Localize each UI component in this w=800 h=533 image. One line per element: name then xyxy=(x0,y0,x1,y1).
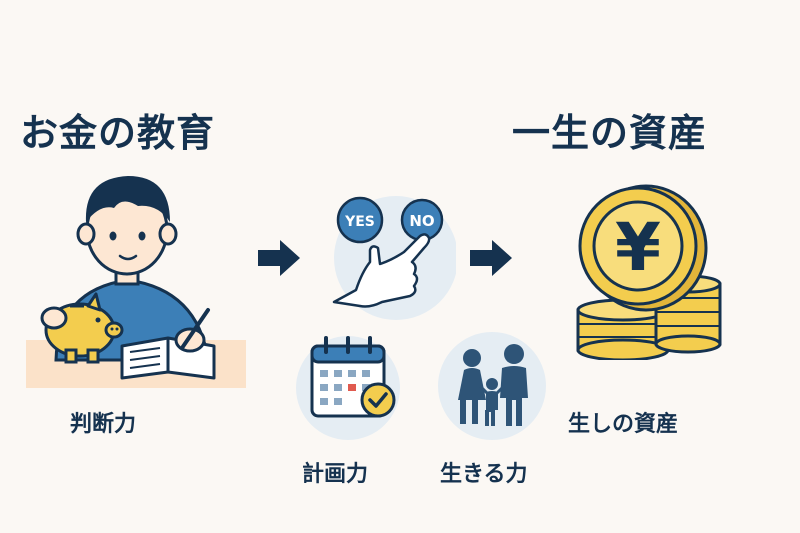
yes-button-label: YES xyxy=(344,214,375,230)
title-lifelong-asset: 一生の資産 xyxy=(512,111,708,155)
boy-hair xyxy=(85,176,170,222)
yen-coin-icon: ¥ xyxy=(578,184,708,312)
label-judgment: 判断力 xyxy=(70,412,137,437)
arrow-right-icon xyxy=(258,240,300,276)
calendar-check-illustration xyxy=(296,336,400,440)
arrow-right-icon xyxy=(470,240,512,276)
family-illustration xyxy=(438,332,546,440)
label-planning: 計画力 xyxy=(302,462,369,487)
yes-button-icon: YES xyxy=(336,196,384,244)
yes-no-choice-illustration: YES NO xyxy=(332,196,456,320)
title-money-education: お金の教育 xyxy=(20,111,216,155)
label-asset: 生しの資産 xyxy=(568,412,679,437)
no-button-label: NO xyxy=(409,212,434,230)
yen-symbol: ¥ xyxy=(615,209,661,286)
label-living-power: 生きる力 xyxy=(440,462,528,487)
check-icon xyxy=(360,382,396,418)
family-icon xyxy=(458,344,528,426)
pointing-hand-icon xyxy=(332,233,431,308)
boy-studying-illustration xyxy=(26,176,246,388)
no-button-icon: NO xyxy=(400,198,444,242)
yen-coins-illustration: ¥ xyxy=(576,184,722,360)
